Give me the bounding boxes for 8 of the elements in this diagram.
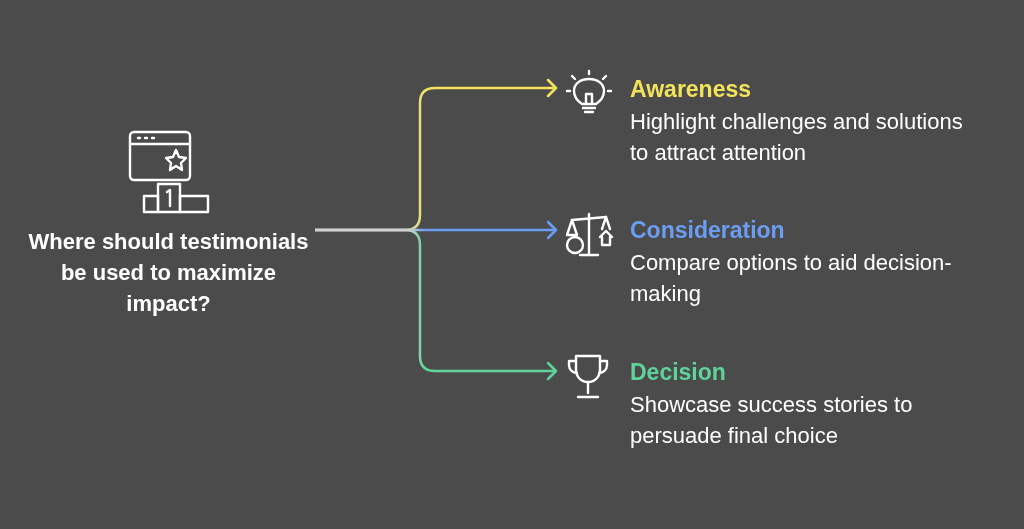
stage-description: Compare options to aid decision-making (630, 249, 953, 308)
stage-heading: Awareness (630, 75, 752, 104)
arrow (315, 228, 558, 381)
stage-description: Showcase success stories to persuade final choice (630, 391, 914, 450)
question-text: Where should testimonials be used to maximize impact? (27, 228, 310, 318)
stage-heading: Consideration (630, 216, 785, 245)
stage-description: Highlight challenges and solutions to attract attention (630, 108, 964, 167)
stage-heading: Decision (630, 358, 726, 387)
